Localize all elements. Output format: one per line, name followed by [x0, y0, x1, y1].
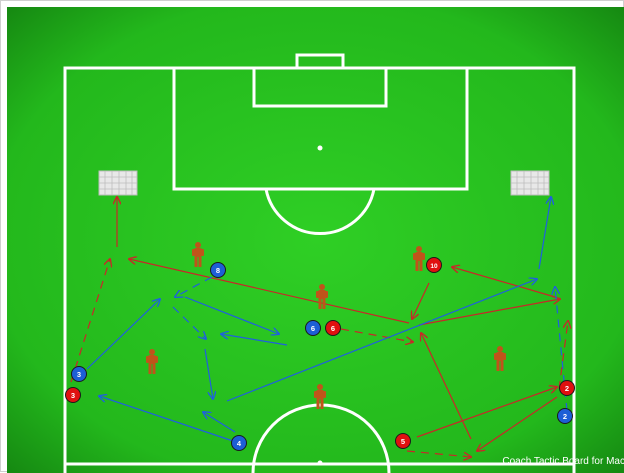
player-token-red[interactable]: 10	[427, 258, 442, 273]
watermark: Coach Tactic Board for Mac	[502, 456, 624, 467]
player-token-blue[interactable]: 4	[232, 436, 247, 451]
tactic-board[interactable]: 8 10 6 6 3 3 2 2 4 5 Coach Tactic Board for Mac	[7, 7, 624, 473]
player-token-red[interactable]: 3	[66, 388, 81, 403]
player-token-blue[interactable]: 2	[558, 409, 573, 424]
player-number: 3	[77, 370, 81, 379]
grass-background	[7, 7, 624, 473]
player-token-blue[interactable]: 8	[211, 263, 226, 278]
pitch-canvas[interactable]: 8 10 6 6 3 3 2 2 4 5	[7, 7, 624, 473]
player-number: 8	[216, 266, 220, 275]
player-token-blue[interactable]: 6	[306, 321, 321, 336]
penalty-spot	[318, 146, 323, 151]
mini-goal-right[interactable]	[511, 171, 549, 195]
center-spot	[318, 461, 323, 466]
player-number: 5	[401, 437, 405, 446]
player-number: 6	[331, 324, 335, 333]
player-number: 10	[430, 263, 438, 270]
player-number: 2	[563, 412, 567, 421]
mini-goal-left[interactable]	[99, 171, 137, 195]
player-number: 6	[311, 324, 315, 333]
player-number: 3	[71, 391, 75, 400]
player-token-red[interactable]: 6	[326, 321, 341, 336]
player-token-blue[interactable]: 3	[72, 367, 87, 382]
player-token-red[interactable]: 5	[396, 434, 411, 449]
player-number: 2	[565, 384, 569, 393]
player-token-red[interactable]: 2	[560, 381, 575, 396]
